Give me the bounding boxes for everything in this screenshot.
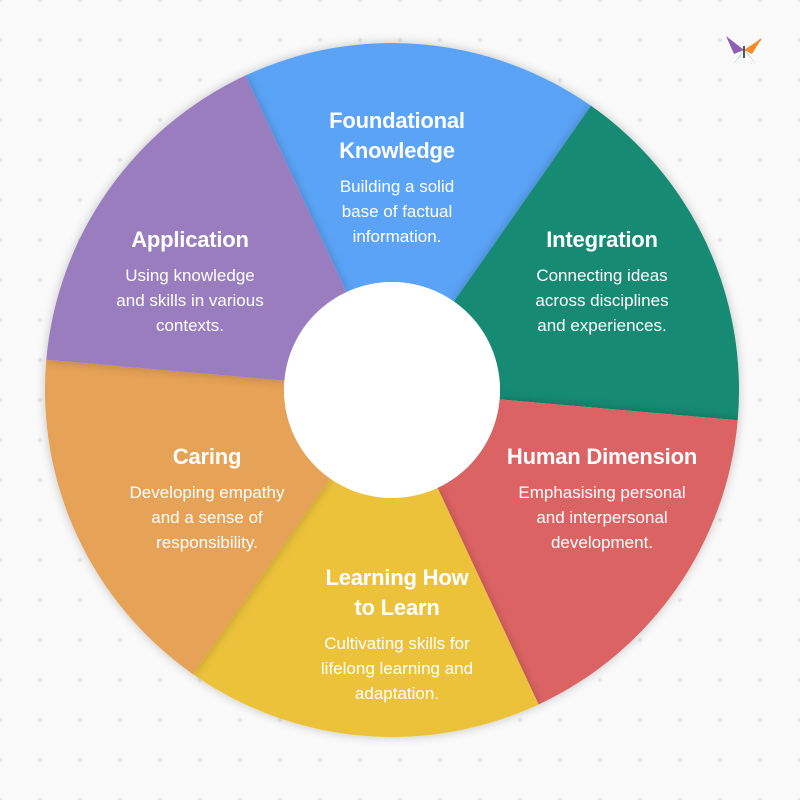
- segment-description: Building a solid base of factual informa…: [339, 177, 455, 246]
- segment-integration: Integration Connecting ideas across disc…: [497, 225, 707, 338]
- segment-learning-how-to-learn: Learning How to Learn Cultivating skills…: [287, 563, 507, 706]
- segment-caring: Caring Developing empathy and a sense of…: [100, 442, 314, 555]
- wheel-segment-caring: [44, 359, 331, 675]
- wheel-segment-integration: [453, 105, 740, 421]
- wheel-segment-human: [437, 399, 738, 705]
- wheel-segment-application: [46, 75, 347, 381]
- segment-foundational-knowledge: Foundational Knowledge Building a solid …: [292, 106, 502, 249]
- butterfly-logo-icon: [726, 36, 762, 66]
- wheel-segment-foundational: [245, 43, 591, 302]
- center-hole: [284, 282, 500, 498]
- segment-title: Foundational Knowledge: [329, 108, 465, 163]
- segment-description: Connecting ideas across disciplines and …: [535, 266, 669, 335]
- segment-title: Learning How to Learn: [325, 565, 469, 620]
- segment-description: Cultivating skills for lifelong learning…: [320, 634, 474, 703]
- segment-title: Application: [131, 227, 249, 252]
- segment-application: Application Using knowledge and skills i…: [85, 225, 295, 338]
- segment-description: Developing empathy and a sense of respon…: [129, 483, 285, 552]
- segment-description: Emphasising personal and interpersonal d…: [518, 483, 686, 552]
- wheel-segment-learning: [193, 478, 539, 737]
- segment-title: Caring: [172, 444, 242, 469]
- segment-description: Using knowledge and skills in various co…: [116, 266, 264, 335]
- segment-title: Integration: [546, 227, 658, 252]
- segment-human-dimension: Human Dimension Emphasising personal and…: [477, 442, 727, 555]
- segment-title: Human Dimension: [506, 444, 698, 469]
